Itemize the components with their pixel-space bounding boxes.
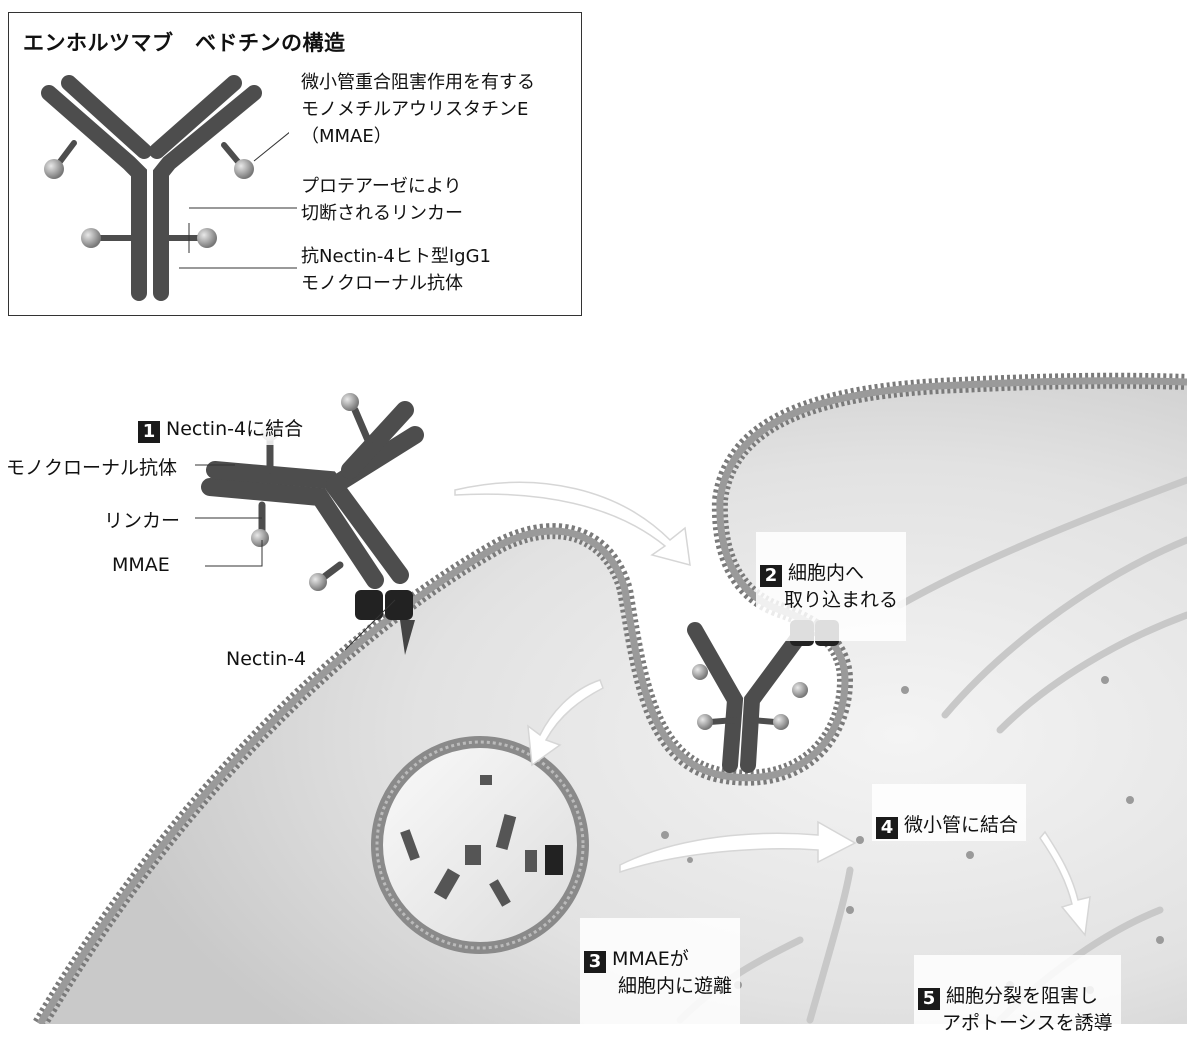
arrow-step2-to-3 bbox=[527, 679, 604, 767]
legend-title: エンホルツマブ ベドチンの構造 bbox=[23, 31, 346, 55]
step-line2: アポトーシスを誘導 bbox=[942, 1012, 1113, 1034]
step-line1: 微小管に結合 bbox=[904, 814, 1019, 836]
step-line1: 細胞分裂を阻害し bbox=[946, 985, 1099, 1007]
step-number: 5 bbox=[918, 988, 940, 1010]
legend-linker-label: プロテアーゼにより 切断されるリンカー bbox=[301, 176, 463, 224]
step-number: 3 bbox=[584, 951, 606, 973]
label-mmae: MMAE bbox=[112, 554, 170, 576]
step-number: 2 bbox=[760, 565, 782, 587]
leader-lines bbox=[195, 464, 396, 651]
step-4: 4 微小管に結合 bbox=[872, 784, 1027, 841]
legend-antibody-label: 抗Nectin-4ヒト型IgG1 モノクローナル抗体 bbox=[301, 246, 491, 294]
step-number: 1 bbox=[138, 421, 160, 443]
degraded-antibody-fragments bbox=[400, 775, 563, 907]
arrow-step3-to-4 bbox=[619, 820, 857, 874]
mmae-balls-2 bbox=[692, 664, 808, 730]
arrow-step4-to-5 bbox=[1039, 830, 1091, 937]
antibody-bound bbox=[201, 401, 424, 589]
process-arrows bbox=[454, 481, 1091, 937]
cell-membrane-inner bbox=[36, 377, 1187, 1024]
arrow-step1-to-2 bbox=[454, 481, 691, 567]
step-line2: 細胞内に遊離 bbox=[618, 975, 733, 997]
label-linker: リンカー bbox=[104, 510, 181, 532]
step-number: 4 bbox=[876, 817, 898, 839]
antibody-structure-icon bbox=[41, 75, 289, 301]
step-line1: 細胞内へ bbox=[788, 562, 865, 584]
step-1: 1 Nectin-4に結合 bbox=[134, 388, 312, 445]
step-line2: 取り込まれる bbox=[784, 589, 899, 611]
step-line1: Nectin-4に結合 bbox=[166, 418, 304, 440]
step-5: 5 細胞分裂を阻害し アポトーシスを誘導 bbox=[914, 955, 1121, 1064]
step-3: 3 MMAEが 細胞内に遊離 bbox=[580, 918, 741, 1027]
label-antibody: モノクローナル抗体 bbox=[6, 457, 178, 479]
nectin4-receptor-1 bbox=[355, 590, 415, 655]
antibody-internalized bbox=[687, 622, 808, 773]
step-line1: MMAEが bbox=[612, 948, 689, 970]
label-nectin4: Nectin-4 bbox=[226, 648, 307, 670]
step-2: 2 細胞内へ 取り込まれる bbox=[756, 532, 907, 641]
structure-legend: エンホルツマブ ベドチンの構造 微小管重合阻害作用を有する モノメチルアウリスタ… bbox=[8, 12, 582, 316]
legend-mmae-label: 微小管重合阻害作用を有する モノメチルアウリスタチンE （MMAE） bbox=[301, 72, 535, 147]
